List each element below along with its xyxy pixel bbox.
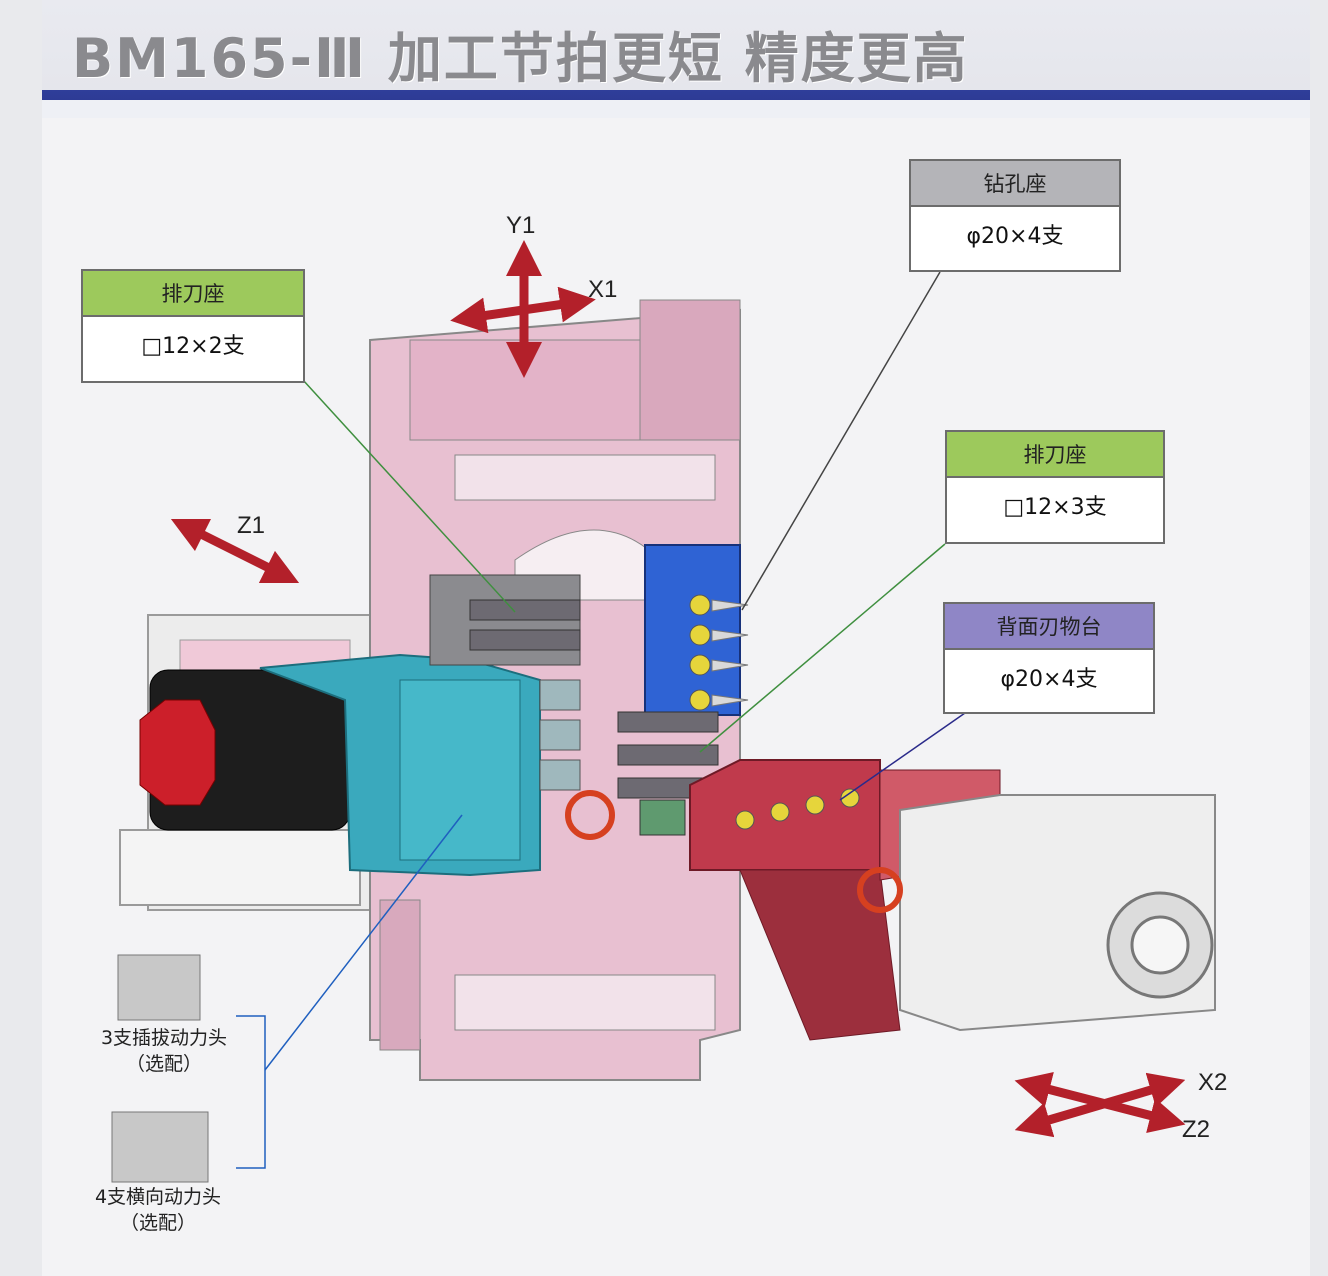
sub-spindle-housing	[899, 794, 1216, 1032]
callout-left-gang-title: 排刀座	[83, 271, 303, 317]
drill-holder-block	[644, 544, 749, 716]
option-3-plug-in-head: 3支插拔动力头 （选配）	[64, 1025, 264, 1077]
callout-left-gang: 排刀座 □12×2支	[81, 269, 305, 383]
callout-right-gang-spec: □12×3支	[1003, 495, 1107, 520]
option-3-note: （选配）	[125, 1053, 202, 1075]
left-gang-tool-block	[429, 574, 581, 666]
callout-right-gang-title: 排刀座	[947, 432, 1163, 478]
option-4-name: 4支横向动力头	[94, 1186, 222, 1208]
spindle-motor	[139, 669, 351, 831]
axis-label-x2: X2	[1198, 1069, 1228, 1096]
power-head-teal	[259, 653, 581, 877]
callout-right-gang: 排刀座 □12×3支	[945, 430, 1165, 544]
leader-lines	[236, 271, 966, 1169]
axis-label-z2: Z2	[1182, 1116, 1211, 1143]
title-banner	[42, 0, 1310, 118]
callout-drill-holder: 钻孔座 φ20×4支	[909, 159, 1121, 272]
callout-back-tool: 背面刃物台 φ20×4支	[943, 602, 1155, 714]
option-4-cross-head: 4支横向动力头 （选配）	[58, 1184, 258, 1236]
rotation-arrows	[565, 790, 903, 913]
callout-back-tool-spec: φ20×4支	[1000, 667, 1098, 692]
optional-head-thumbnails	[111, 954, 209, 1183]
page-title: BM165-Ⅲ 加工节拍更短 精度更高	[72, 27, 969, 90]
callout-left-gang-spec: □12×2支	[141, 334, 245, 359]
callout-back-tool-title: 背面刃物台	[945, 604, 1153, 650]
axis-arrows	[170, 240, 1186, 1138]
callout-drill-holder-title: 钻孔座	[911, 161, 1119, 207]
back-tool-block	[689, 759, 1001, 1041]
option-4-note: （选配）	[119, 1212, 196, 1234]
axis-label-y1: Y1	[506, 212, 536, 239]
axis-label-z1: Z1	[237, 512, 266, 539]
option-3-name: 3支插拔动力头	[100, 1027, 228, 1049]
axis-label-x1: X1	[588, 276, 618, 303]
callout-drill-holder-spec: φ20×4支	[966, 224, 1064, 249]
